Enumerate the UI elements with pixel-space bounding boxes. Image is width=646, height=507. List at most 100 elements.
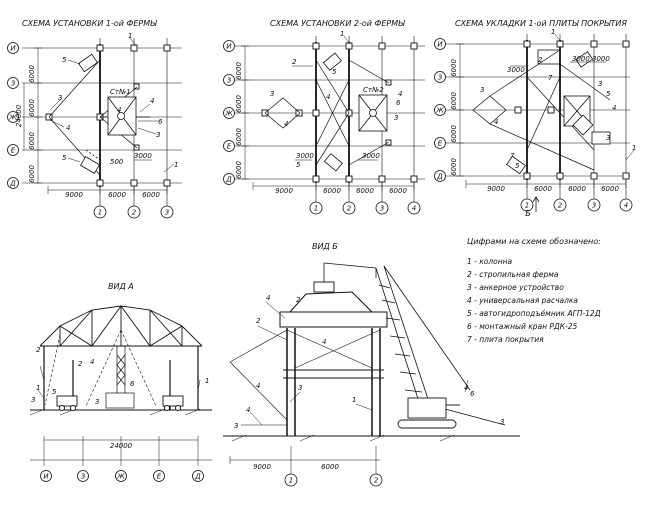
axis-label: З	[227, 77, 232, 85]
plan3: И З Ж Е Д 1 2 3 4 Б 6000 6000 6000 6000 …	[434, 28, 636, 218]
dim-label: 3000	[592, 55, 610, 63]
svg-text:3: 3	[394, 114, 398, 122]
dim-label: 6000	[450, 158, 458, 176]
svg-text:5: 5	[515, 162, 520, 170]
axis-label: 3	[380, 205, 384, 213]
svg-text:4: 4	[66, 124, 70, 132]
axis-label: И	[10, 45, 16, 53]
crane-marker: Ст№2	[363, 86, 384, 94]
axis-label: З	[11, 80, 16, 88]
axis-label: 3	[165, 209, 169, 217]
axis-label: З	[81, 473, 86, 481]
dim-label: 24000	[110, 442, 133, 450]
svg-text:4: 4	[266, 294, 270, 302]
axis-label: Ж	[116, 473, 125, 481]
dim-label: 6000	[235, 95, 243, 113]
axis-label: 1	[289, 477, 293, 485]
axis-label: 1	[98, 209, 102, 217]
dim-label: 6000	[235, 161, 243, 179]
dim-label: 6000	[568, 185, 586, 193]
dim-label: 6000	[108, 191, 126, 199]
svg-text:6: 6	[470, 390, 475, 398]
svg-text:4: 4	[398, 90, 402, 98]
svg-text:1: 1	[551, 28, 555, 36]
viewA-section: И З Ж Е Д 24000 221 145 363	[29, 305, 212, 482]
svg-text:3: 3	[58, 94, 62, 102]
dim-label: 6000	[235, 62, 243, 80]
svg-text:6: 6	[396, 99, 401, 107]
dim-label: 6000	[28, 132, 36, 150]
svg-text:5: 5	[62, 56, 67, 64]
svg-text:3: 3	[31, 396, 35, 404]
legend-item: 6 - монтажный кран РДК-25	[467, 322, 578, 331]
dim-label: 6000	[142, 191, 160, 199]
dim-label: 3000	[296, 152, 314, 160]
axis-label: Д	[436, 173, 443, 181]
legend-item: 3 - анкерное устройство	[467, 283, 564, 292]
svg-text:2: 2	[78, 360, 83, 368]
svg-text:3: 3	[95, 398, 99, 406]
svg-text:1: 1	[174, 161, 178, 169]
svg-text:4: 4	[464, 384, 468, 392]
axis-label: Д	[225, 176, 232, 184]
dim-label: 6000	[28, 99, 36, 117]
svg-text:5: 5	[332, 68, 337, 76]
axis-label: И	[43, 473, 49, 481]
dim-label: 9000	[487, 185, 505, 193]
axis-label: И	[437, 41, 443, 49]
svg-text:7: 7	[510, 152, 515, 160]
dim-label: 3000	[134, 152, 152, 160]
svg-text:7: 7	[548, 74, 553, 82]
dim-label: 6000	[601, 185, 619, 193]
svg-text:5: 5	[296, 161, 301, 169]
svg-text:4: 4	[284, 120, 288, 128]
crane-marker: Ст№1	[110, 88, 131, 96]
axis-label: З	[438, 74, 443, 82]
svg-text:5: 5	[62, 154, 67, 162]
axis-label: Е	[227, 143, 232, 151]
dim-label: 6000	[28, 165, 36, 183]
svg-text:2: 2	[36, 346, 41, 354]
dim-label: 6000	[534, 185, 552, 193]
legend-item: 1 - колонна	[467, 257, 513, 266]
legend-item: 2 - стропильная ферма	[467, 270, 559, 279]
svg-text:4: 4	[612, 104, 616, 112]
svg-text:2: 2	[538, 56, 543, 64]
axis-label: Е	[11, 147, 16, 155]
svg-text:1: 1	[36, 384, 40, 392]
dim-label: 9000	[275, 187, 293, 195]
dim-label: 9000	[65, 191, 83, 199]
viewB-title: ВИД Б	[312, 242, 338, 251]
svg-text:4: 4	[90, 358, 94, 366]
plan1-title: СХЕМА УСТАНОВКИ 1-ой ФЕРМЫ	[22, 19, 157, 28]
dim-label: 3000	[507, 66, 525, 74]
svg-text:4: 4	[322, 338, 326, 346]
axis-label: 1	[314, 205, 318, 213]
viewB-section: 1 2 9000 6000 423 143 446 342	[223, 262, 520, 487]
dim-label: 6000	[323, 187, 341, 195]
axis-label: 4	[412, 205, 416, 213]
svg-text:4: 4	[117, 106, 121, 114]
dim-label: 9000	[253, 463, 271, 471]
svg-text:1: 1	[352, 396, 356, 404]
svg-text:5: 5	[606, 90, 611, 98]
axis-label: Е	[438, 140, 443, 148]
axis-label: Ж	[8, 114, 17, 122]
svg-text:3: 3	[480, 86, 484, 94]
axis-label: 2	[558, 202, 563, 210]
plan1: И З Ж Е Д 1 2 3 6000 6000 6000 6000 2400…	[7, 32, 182, 219]
svg-text:1: 1	[205, 377, 209, 385]
svg-text:3: 3	[298, 384, 302, 392]
axis-label: 4	[624, 202, 628, 210]
axis-label: Е	[157, 473, 162, 481]
svg-text:6: 6	[158, 118, 163, 126]
dim-label: 6000	[28, 65, 36, 83]
svg-text:6: 6	[130, 380, 135, 388]
axis-label: Ж	[224, 110, 233, 118]
plan2: И З Ж Е Д 1 2 3 4 6000 6000 6000 6000 90…	[223, 30, 425, 215]
svg-text:3: 3	[500, 418, 504, 426]
dim-label: 6000	[450, 125, 458, 143]
svg-text:3: 3	[156, 131, 160, 139]
